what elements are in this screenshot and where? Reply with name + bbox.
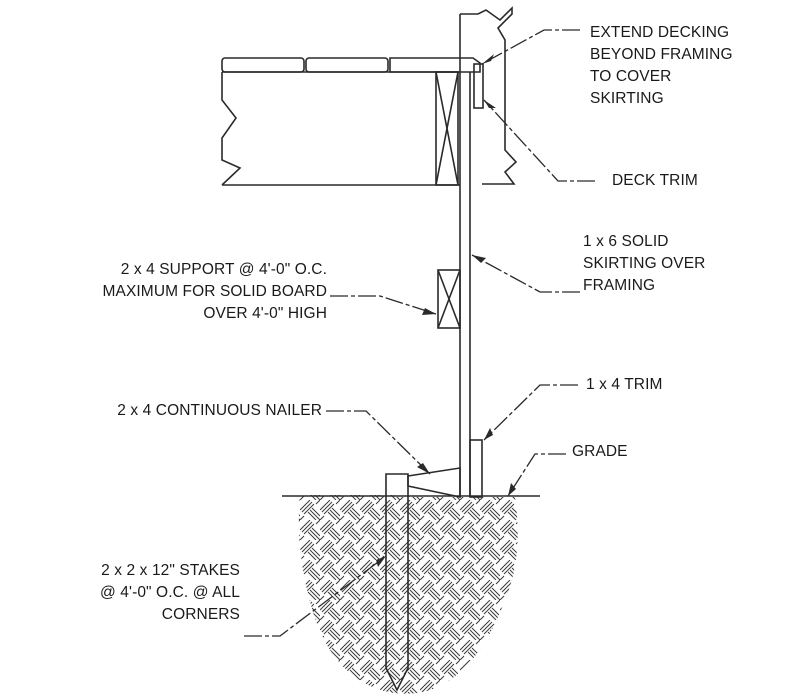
bottom-trim-board — [469, 439, 483, 498]
label-line: TO COVER — [590, 68, 672, 85]
label-stakes: 2 x 2 x 12" STAKES @ 4'-0" O.C. @ ALL CO… — [40, 560, 240, 626]
label-line: 1 x 4 TRIM — [586, 376, 663, 393]
label-deck-trim: DECK TRIM — [612, 170, 698, 192]
label-line: 2 x 4 CONTINUOUS NAILER — [117, 402, 322, 419]
label-line: SKIRTING OVER — [583, 255, 706, 272]
label-solid-skirting: 1 x 6 SOLID SKIRTING OVER FRAMING — [583, 231, 705, 297]
label-line: 1 x 6 SOLID — [583, 233, 669, 250]
label-line: 2 x 4 SUPPORT @ 4'-0" O.C. — [120, 261, 327, 278]
label-line: MAXIMUM FOR SOLID BOARD — [102, 283, 327, 300]
deck-framing — [221, 71, 460, 186]
label-line: FRAMING — [583, 277, 656, 294]
label-trim: 1 x 4 TRIM — [586, 374, 663, 396]
skirting-board — [459, 72, 471, 497]
label-line: CORNERS — [161, 606, 240, 623]
label-line: OVER 4'-0" HIGH — [203, 305, 327, 322]
continuous-nailer — [407, 467, 461, 498]
support-block — [437, 269, 461, 329]
label-extend-decking: EXTEND DECKING BEYOND FRAMING TO COVER S… — [590, 22, 733, 110]
label-nailer: 2 x 4 CONTINUOUS NAILER — [40, 400, 322, 422]
label-line: DECK TRIM — [612, 172, 698, 189]
label-line: @ 4'-0" O.C. @ ALL — [100, 584, 240, 601]
label-line: SKIRTING — [590, 90, 664, 107]
leaders — [244, 29, 595, 637]
stake — [385, 473, 409, 692]
label-grade: GRADE — [572, 441, 628, 463]
label-line: GRADE — [572, 443, 628, 460]
label-line: EXTEND DECKING — [590, 24, 730, 41]
label-line: BEYOND FRAMING — [590, 46, 733, 63]
deck-boards — [221, 57, 481, 73]
label-line: 2 x 2 x 12" STAKES — [101, 562, 240, 579]
deck-trim-board — [473, 63, 484, 109]
label-support: 2 x 4 SUPPORT @ 4'-0" O.C. MAXIMUM FOR S… — [34, 259, 327, 325]
house-wall — [459, 6, 518, 185]
